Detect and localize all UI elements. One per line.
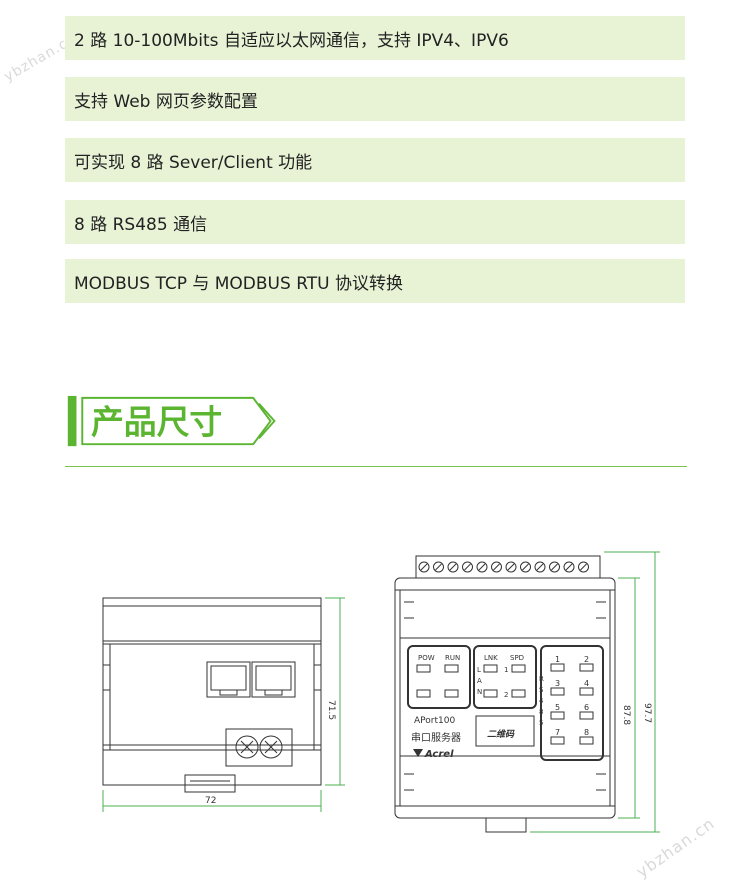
brand-logo-text: Acrel: [424, 749, 454, 760]
terminal-screw-slot: [464, 563, 471, 571]
terminal-screw: [418, 561, 430, 573]
terminal-screw-slot: [522, 563, 529, 571]
rs485-digit-8: 8: [539, 708, 543, 716]
indicator-leds: [416, 663, 594, 745]
indicator-led: [511, 689, 526, 698]
side-view: [102, 597, 322, 793]
terminal-screw-slot: [580, 563, 587, 571]
terminal-screw-slot: [493, 563, 500, 571]
terminal-screw-slot: [507, 563, 515, 571]
rs485-port-number: 5: [555, 703, 560, 712]
indicator-led: [416, 664, 431, 673]
section-title-text: 产品尺寸: [91, 404, 222, 442]
terminal-screw: [476, 561, 488, 573]
section-title-frame: [81, 396, 272, 446]
feature-item-rs485: 8 路 RS485 通信: [65, 200, 685, 244]
dimension-lines: [102, 551, 660, 833]
indicator-led: [550, 687, 565, 696]
lan-port-2-number: 2: [504, 691, 508, 699]
indicator-led: [550, 711, 565, 720]
terminal-screw: [578, 561, 589, 573]
rs485-port-number: 8: [584, 728, 589, 737]
feature-item-server-client: 可实现 8 路 Sever/Client 功能: [65, 138, 685, 182]
rs485-digit-5: 5: [539, 719, 543, 727]
terminal-screws: [418, 561, 589, 573]
front-height-dimension-label: 87.8: [621, 705, 631, 725]
total-height-dimension-label: 97.7: [642, 703, 652, 723]
indicator-led: [483, 664, 498, 673]
rs485-port-number: 2: [584, 655, 589, 664]
lan-letter-a: A: [477, 677, 482, 685]
terminal-block: [415, 555, 601, 579]
rs485-digit-4: 4: [539, 697, 544, 705]
terminal-screw: [491, 561, 502, 573]
side-height-dimension-label: 71.5: [326, 700, 336, 720]
terminal-screw: [462, 561, 473, 573]
terminal-screw: [520, 561, 531, 573]
indicator-led: [416, 689, 431, 698]
power-connector: [225, 728, 293, 767]
terminal-screw-slot: [536, 563, 544, 571]
rs485-port-number: 3: [555, 679, 560, 688]
rj45-port-1: [206, 661, 251, 698]
feature-item-ethernet: 2 路 10-100Mbits 自适应以太网通信，支持 IPV4、IPV6: [65, 16, 685, 60]
terminal-screw: [447, 561, 459, 573]
model-label: APort100: [414, 716, 455, 726]
section-divider: [65, 466, 687, 467]
lan-panel: [473, 645, 537, 709]
rs485-panel: [540, 645, 604, 761]
rs485-letter-s: S: [539, 686, 544, 694]
section-title-bar: [67, 395, 77, 447]
rs485-port-number: 7: [555, 728, 560, 737]
lnk-label: LNK: [484, 654, 498, 662]
spd-label: SPD: [510, 654, 524, 662]
section-title-chevron: [258, 403, 276, 440]
front-view: [394, 555, 616, 833]
feature-item-protocol: MODBUS TCP 与 MODBUS RTU 协议转换: [65, 259, 685, 303]
indicator-led: [444, 689, 459, 698]
rs485-letter-r: R: [539, 675, 544, 683]
terminal-screw: [534, 561, 546, 573]
indicator-led: [579, 663, 594, 672]
terminal-screw-slot: [478, 563, 486, 571]
brand-logo-icon: [413, 749, 423, 757]
power-status-panel: [407, 645, 471, 709]
terminal-screw: [433, 561, 444, 573]
indicator-led: [579, 711, 594, 720]
lan-letter-l: L: [477, 666, 481, 674]
feature-item-web-config: 支持 Web 网页参数配置: [65, 77, 685, 121]
rs485-port-number: 6: [584, 703, 589, 712]
lan-letter-n: N: [477, 688, 482, 696]
terminal-screw-slot: [420, 563, 428, 571]
indicator-led: [483, 689, 498, 698]
watermark-bottom: ybzhan.cn: [632, 813, 719, 882]
terminal-screw-slot: [449, 563, 457, 571]
product-name-label: 串口服务器: [411, 731, 461, 744]
terminal-screw: [563, 561, 575, 573]
width-dimension-label: 72: [205, 796, 216, 806]
terminal-screw: [549, 561, 560, 573]
terminal-screw: [505, 561, 517, 573]
run-label: RUN: [445, 654, 460, 662]
terminal-screw-slot: [551, 563, 558, 571]
rj45-port-2: [251, 661, 296, 698]
rs485-port-number: 4: [584, 679, 589, 688]
indicator-led: [579, 687, 594, 696]
terminal-screw-slot: [565, 563, 573, 571]
indicator-led: [550, 663, 565, 672]
qr-code-label: 二维码: [487, 729, 515, 740]
qr-code-box: [475, 715, 535, 747]
indicator-led: [444, 664, 459, 673]
rs485-port-number: 1: [555, 655, 560, 664]
section-title: 产品尺寸: [67, 395, 276, 447]
indicator-led: [550, 736, 565, 745]
lan-port-1-number: 1: [504, 666, 508, 674]
indicator-led: [579, 736, 594, 745]
terminal-screw-slot: [435, 563, 442, 571]
pow-label: POW: [418, 654, 435, 662]
indicator-led: [511, 664, 526, 673]
